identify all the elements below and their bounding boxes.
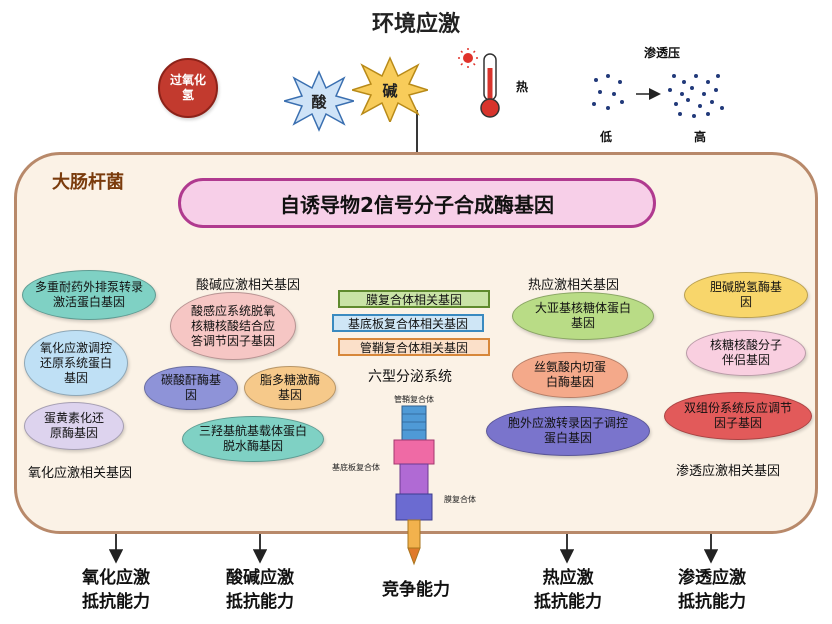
thermometer-icon xyxy=(458,48,500,118)
heat-gene-2: 丝氨酸内切蛋白酶基因 xyxy=(512,352,628,398)
outcome-acidbase-line2: 抵抗能力 xyxy=(226,592,294,612)
osmotic-gene-1: 胆碱脱氢酶基因 xyxy=(684,272,808,318)
outcome-acidbase: 酸碱应激 抵抗能力 xyxy=(200,566,320,614)
outcome-osmotic-line2: 抵抗能力 xyxy=(678,592,746,612)
ai2-synthase-gene-box: 自诱导物2信号分子合成酶基因 xyxy=(178,178,656,228)
oxidative-gene-3: 蛋黄素化还原酶基因 xyxy=(24,402,124,450)
heat-gene-3: 胞外应激转录因子调控蛋白基因 xyxy=(486,406,650,456)
heat-caption: 热应激相关基因 xyxy=(528,278,620,293)
acidbase-gene-2: 碳酸酐酶基因 xyxy=(144,366,238,410)
acidbase-caption: 酸碱应激相关基因 xyxy=(196,278,301,293)
osmotic-particles-icon xyxy=(592,74,724,118)
h2o2-icon: 过氧化氢 xyxy=(158,58,218,118)
t6ss-sheath-label: 管鞘复合体 xyxy=(394,395,434,404)
osmotic-low-label: 低 xyxy=(600,130,613,144)
outcome-competition-line1: 竞争能力 xyxy=(382,580,450,600)
t6ss-sheath-box: 管鞘复合体相关基因 xyxy=(338,338,490,356)
t6ss-membrane-label: 膜复合体 xyxy=(444,495,476,504)
t6ss-baseplate-box: 基底板复合体相关基因 xyxy=(332,314,484,332)
acidbase-gene-4: 三羟基航基载体蛋白脱水酶基因 xyxy=(182,416,324,462)
outcome-competition: 竞争能力 xyxy=(356,578,476,602)
osmotic-caption: 渗透应激相关基因 xyxy=(676,464,781,479)
heat-label: 热 xyxy=(516,80,529,94)
t6ss-caption: 六型分泌系统 xyxy=(368,369,452,385)
acidbase-gene-3: 脂多糖激酶基因 xyxy=(244,366,336,410)
outcome-oxidative: 氧化应激 抵抗能力 xyxy=(56,566,176,614)
page-title: 环境应激 xyxy=(371,12,460,37)
heat-gene-1: 大亚基核糖体蛋白基因 xyxy=(512,292,654,340)
outcome-acidbase-line1: 酸碱应激 xyxy=(226,568,294,588)
outcome-oxidative-line2: 抵抗能力 xyxy=(82,592,150,612)
outcome-osmotic-line1: 渗透应激 xyxy=(678,568,746,588)
osmotic-gene-2: 核糖核酸分子伴侣基因 xyxy=(686,330,806,376)
outcome-osmotic: 渗透应激 抵抗能力 xyxy=(652,566,772,614)
osmotic-high-label: 高 xyxy=(694,130,707,144)
oxidative-gene-1: 多重耐药外排泵转录激活蛋白基因 xyxy=(22,270,156,320)
outcome-heat-line2: 抵抗能力 xyxy=(534,592,602,612)
cell-label: 大肠杆菌 xyxy=(52,172,124,193)
acid-burst-icon xyxy=(284,70,354,132)
t6ss-structure-icon xyxy=(393,405,435,566)
acidbase-gene-1: 酸感应系统脱氧核糖核酸结合应答调节因子基因 xyxy=(170,292,296,360)
t6ss-baseplate-label: 基底板复合体 xyxy=(332,463,380,472)
oxidative-gene-2: 氧化应激调控还原系统蛋白基因 xyxy=(24,330,128,396)
t6ss-membrane-box: 膜复合体相关基因 xyxy=(338,290,490,308)
osmotic-title: 渗透压 xyxy=(644,46,681,60)
outcome-heat-line1: 热应激 xyxy=(542,568,594,588)
acid-label: 酸 xyxy=(311,93,327,111)
oxidative-caption: 氧化应激相关基因 xyxy=(28,466,133,481)
outcome-heat: 热应激 抵抗能力 xyxy=(508,566,628,614)
alkali-label: 碱 xyxy=(382,82,398,100)
outcome-oxidative-line1: 氧化应激 xyxy=(82,568,150,588)
h2o2-label: 过氧化氢 xyxy=(169,73,206,102)
osmotic-gene-3: 双组份系统反应调节因子基因 xyxy=(664,392,812,440)
alkali-burst-icon xyxy=(352,56,428,122)
